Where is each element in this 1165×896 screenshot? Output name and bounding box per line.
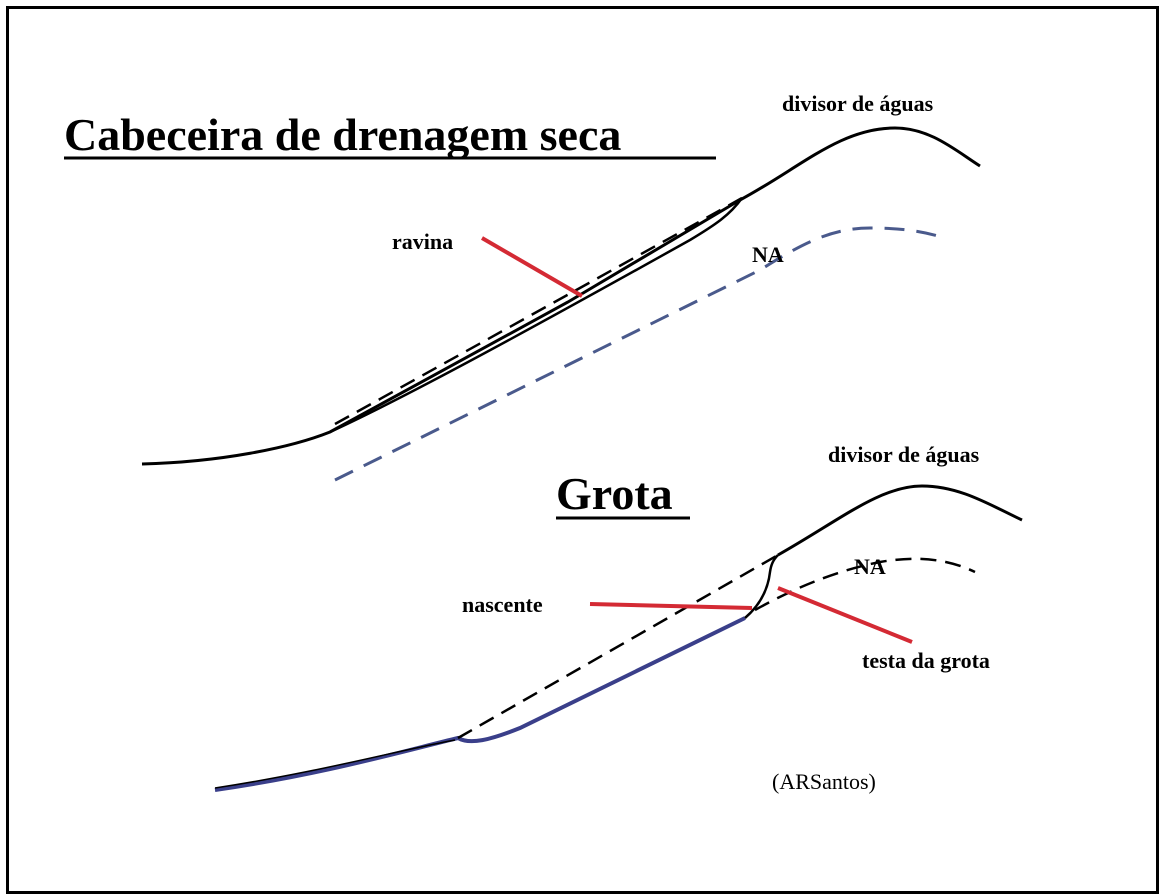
bottom-valley-floor bbox=[214, 739, 456, 789]
top-ravina-label: ravina bbox=[392, 229, 453, 254]
bottom-stream-profile bbox=[214, 616, 746, 792]
bottom-nascente-label: nascente bbox=[462, 592, 543, 617]
diagram-frame bbox=[6, 6, 1159, 894]
bottom-testa-leader bbox=[777, 586, 913, 644]
top-ravine-edge bbox=[329, 197, 744, 434]
bottom-divisor-label: divisor de águas bbox=[828, 442, 980, 467]
bottom-diagram bbox=[214, 484, 1023, 792]
bottom-testa-label: testa da grota bbox=[862, 648, 990, 673]
top-ravina-leader bbox=[480, 236, 584, 298]
bottom-title: Grota bbox=[556, 468, 673, 519]
top-diagram bbox=[141, 126, 981, 482]
bottom-original-surface-dashed bbox=[457, 553, 779, 740]
bottom-ground-profile bbox=[777, 484, 1023, 557]
top-water-table bbox=[334, 226, 946, 482]
top-divisor-label: divisor de águas bbox=[782, 91, 934, 116]
bottom-na-label: NA bbox=[854, 554, 886, 579]
bottom-nascente-leader bbox=[589, 602, 753, 610]
top-title: Cabeceira de drenagem seca bbox=[64, 109, 621, 160]
top-original-surface-dashed bbox=[334, 196, 743, 426]
credit-label: (ARSantos) bbox=[772, 769, 876, 794]
top-na-label: NA bbox=[752, 242, 784, 267]
top-ground-profile bbox=[141, 126, 981, 466]
bottom-scarp bbox=[744, 554, 779, 619]
